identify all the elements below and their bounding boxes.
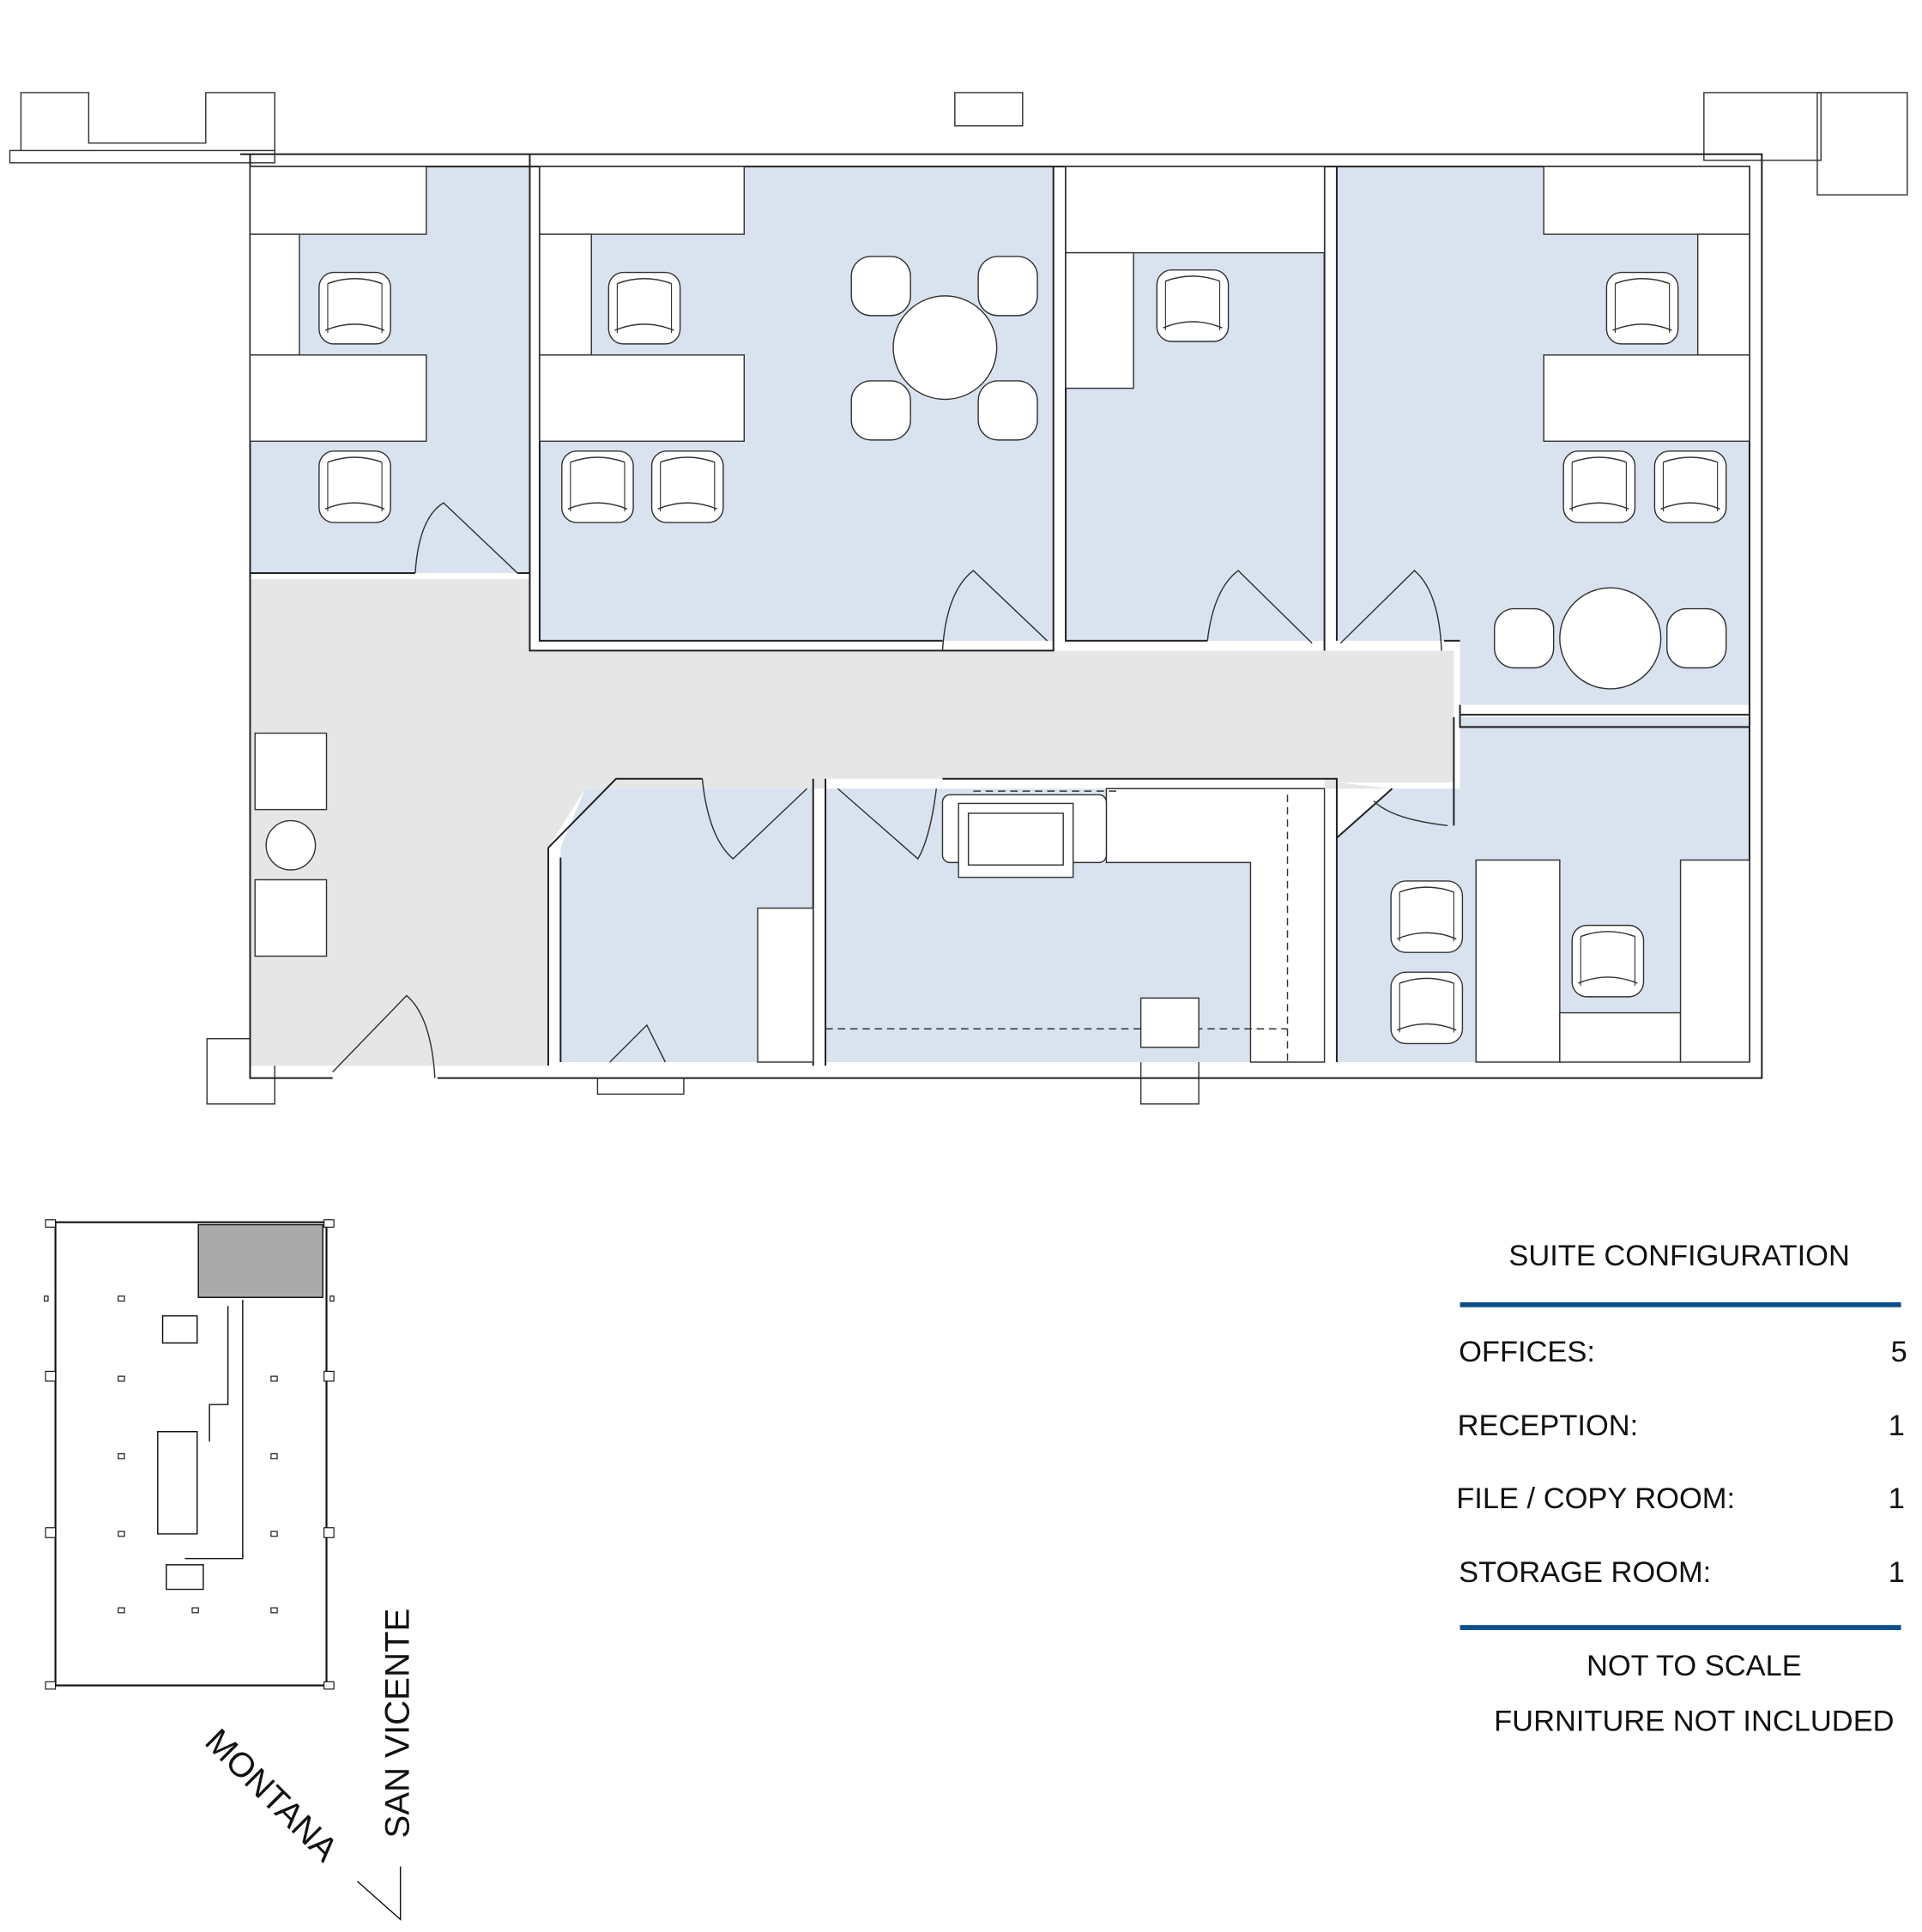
suite-configuration-legend: SUITE CONFIGURATION OFFICES: 5 RECEPTION…	[1456, 1240, 1907, 1738]
key-plan: MONTANA SAN VICENTE	[44, 1219, 417, 1921]
legend-label-reception: RECEPTION:	[1458, 1410, 1639, 1442]
legend-value-reception: 1	[1889, 1410, 1905, 1442]
legend-value-file-copy: 1	[1889, 1482, 1905, 1515]
legend-rule-top	[1460, 1302, 1901, 1307]
note-furniture-not-included: FURNITURE NOT INCLUDED	[1494, 1706, 1894, 1738]
street-label-san-vicente: SAN VICENTE	[378, 1609, 417, 1838]
reception-corridor	[250, 579, 1454, 1066]
north-arrow	[356, 1866, 402, 1921]
note-not-to-scale: NOT TO SCALE	[1587, 1650, 1802, 1682]
legend-label-storage: STORAGE ROOM:	[1459, 1556, 1711, 1589]
legend-value-storage: 1	[1889, 1556, 1905, 1589]
legend-title: SUITE CONFIGURATION	[1508, 1240, 1849, 1272]
legend-rule-bottom	[1460, 1625, 1901, 1630]
suite-location-highlight	[197, 1223, 323, 1298]
suite-floor-plan	[9, 92, 1908, 1105]
legend-value-offices: 5	[1891, 1336, 1907, 1368]
legend-label-offices: OFFICES:	[1459, 1336, 1595, 1368]
legend-label-file-copy: FILE / COPY ROOM:	[1456, 1482, 1735, 1515]
storage-room	[560, 788, 813, 1062]
street-label-montana: MONTANA	[198, 1722, 346, 1869]
